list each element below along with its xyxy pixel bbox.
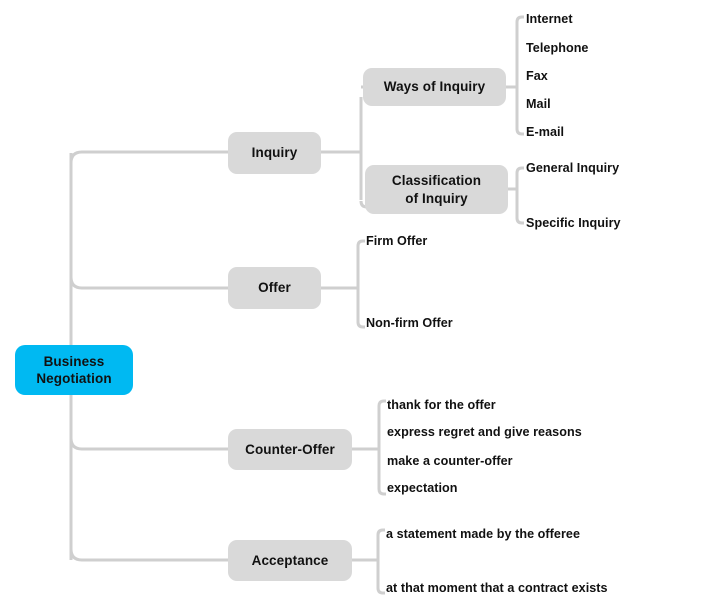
leaf-telephone[interactable]: Telephone xyxy=(526,41,589,55)
leaf-a-statement-made-by-the-offeree[interactable]: a statement made by the offeree xyxy=(386,527,581,541)
root-node-label-line1: Business xyxy=(43,353,105,369)
branch-node-classification-of-inquiry[interactable]: Classification of Inquiry xyxy=(365,165,508,214)
leaf-non-firm-offer[interactable]: Non-firm Offer xyxy=(366,316,453,330)
branch-node-classification-of-inquiry-label: Classification of Inquiry xyxy=(392,172,481,207)
connector-classification-hook-bottom xyxy=(515,217,524,225)
leaf-firm-offer[interactable]: Firm Offer xyxy=(366,234,428,248)
branch-node-inquiry-label: Inquiry xyxy=(251,145,298,161)
branch-node-counter-offer[interactable]: Counter-Offer xyxy=(228,429,352,470)
branch-node-offer[interactable]: Offer xyxy=(228,267,321,309)
classification-label-line2: of Inquiry xyxy=(405,190,468,206)
connector-root-offer xyxy=(69,276,228,290)
leaf-make-a-counter-offer[interactable]: make a counter-offer xyxy=(387,454,513,468)
branch-node-acceptance[interactable]: Acceptance xyxy=(228,540,352,581)
connector-ways-hook-bottom xyxy=(515,128,524,136)
connector-acceptance-hook-top xyxy=(376,528,385,536)
leaf-fax[interactable]: Fax xyxy=(526,69,548,83)
classification-label-line1: Classification xyxy=(391,173,482,189)
connector-counteroffer-hook-bottom xyxy=(377,488,386,496)
connector-acceptance-hook-bottom xyxy=(376,587,385,595)
leaf-express-regret-and-give-reasons[interactable]: express regret and give reasons xyxy=(387,425,582,439)
connector-root-acceptance xyxy=(69,548,228,562)
leaf-mail[interactable]: Mail xyxy=(526,97,551,111)
leaf-e-mail[interactable]: E-mail xyxy=(526,125,565,139)
leaf-internet[interactable]: Internet xyxy=(526,12,573,26)
connector-ways-hook-top xyxy=(515,15,524,23)
connector-root-inquiry xyxy=(69,150,228,164)
connector-classification-hook-top xyxy=(515,166,524,174)
branch-node-ways-of-inquiry-label: Ways of Inquiry xyxy=(383,79,486,95)
connector-root-counteroffer xyxy=(69,437,228,451)
root-node-label-line2: Negotiation xyxy=(36,371,112,386)
branch-node-offer-label: Offer xyxy=(258,280,291,296)
connector-offer-hook-bottom xyxy=(356,321,365,329)
root-node-label: Business Negotiation xyxy=(36,353,111,388)
branch-node-ways-of-inquiry[interactable]: Ways of Inquiry xyxy=(363,68,506,106)
leaf-general-inquiry[interactable]: General Inquiry xyxy=(526,161,620,175)
branch-node-counter-offer-label: Counter-Offer xyxy=(245,441,335,457)
branch-node-inquiry[interactable]: Inquiry xyxy=(228,132,321,174)
connector-counteroffer-hook-top xyxy=(377,399,386,407)
connector-offer-hook-top xyxy=(356,239,365,247)
leaf-thank-for-the-offer[interactable]: thank for the offer xyxy=(387,398,496,412)
leaf-specific-inquiry[interactable]: Specific Inquiry xyxy=(526,216,621,230)
root-node-business-negotiation[interactable]: Business Negotiation xyxy=(15,345,133,395)
leaf-at-that-moment-that-a-contract-exists[interactable]: at that moment that a contract exists xyxy=(386,581,608,595)
leaf-expectation[interactable]: expectation xyxy=(387,481,458,495)
branch-node-acceptance-label: Acceptance xyxy=(251,552,329,568)
